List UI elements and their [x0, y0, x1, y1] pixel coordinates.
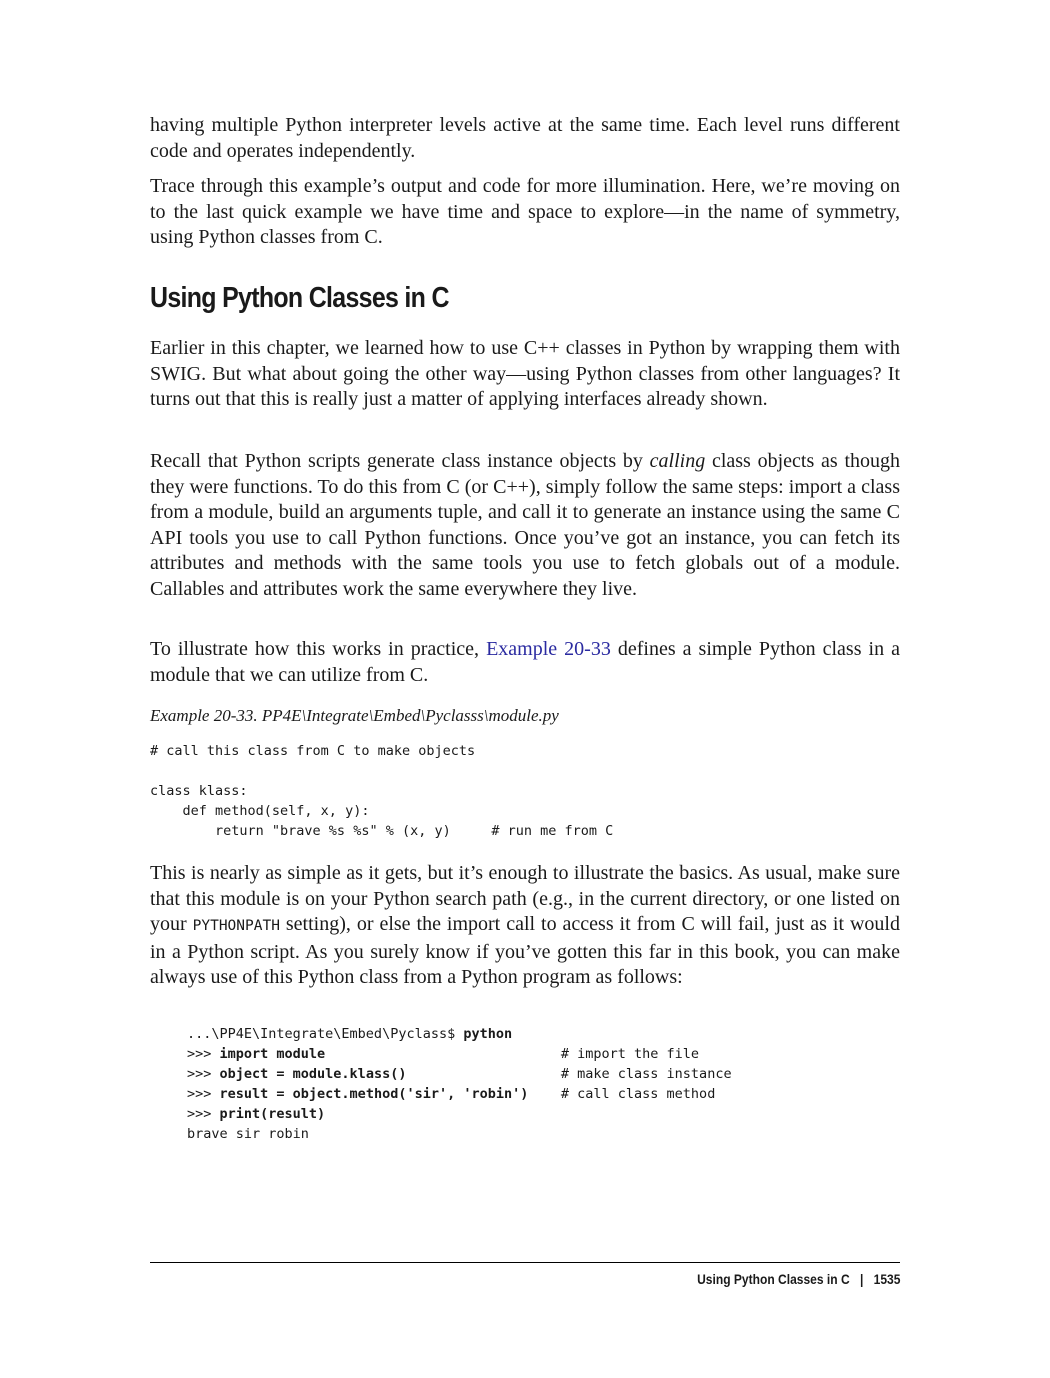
repl-prompt: >>> — [187, 1066, 220, 1082]
code-comment: # call class method — [560, 1086, 716, 1102]
section-title: Using Python Classes in C — [150, 282, 449, 314]
paragraph-swig-intro: Earlier in this chapter, we learned how … — [150, 337, 900, 410]
command: object = module.klass() — [219, 1066, 407, 1082]
page-footer: Using Python Classes in C | 1535 — [697, 1271, 900, 1287]
paragraph-text: Recall that Python scripts generate clas… — [150, 450, 650, 472]
paragraph-text: class objects as though they were functi… — [150, 450, 900, 600]
emphasis-calling: calling — [649, 450, 706, 472]
repl-prompt: >>> — [187, 1046, 220, 1062]
page-number: 1535 — [873, 1271, 900, 1287]
paragraph-illustrate: To illustrate how this works in practice… — [150, 637, 900, 688]
footer-section-title: Using Python Classes in C — [696, 1271, 850, 1287]
paragraph-text: This is nearly as simple as it gets, but… — [150, 862, 900, 935]
command: result = object.method('sir', 'robin') — [219, 1086, 529, 1102]
example-caption: Example 20-33. PP4E\Integrate\Embed\Pycl… — [150, 706, 559, 725]
code-padding — [528, 1086, 561, 1102]
example-20-33-link[interactable]: Example 20-33 — [486, 638, 611, 660]
paragraph-calling-classes: Recall that Python scripts generate clas… — [150, 449, 900, 602]
shell-prompt: ...\PP4E\Integrate\Embed\Pyclass$ — [187, 1026, 464, 1042]
code-comment: # import the file — [560, 1046, 700, 1062]
code-listing-module: # call this class from C to make objects… — [150, 743, 614, 839]
inline-code-pythonpath: PYTHONPATH — [192, 918, 280, 934]
footer-rule — [150, 1262, 900, 1263]
paragraph-text: defines a simple Python class in a modul… — [150, 638, 900, 686]
code-listing-session: ...\PP4E\Integrate\Embed\Pyclass$ python… — [187, 1024, 732, 1144]
command: import module — [219, 1046, 326, 1062]
code-padding — [406, 1066, 560, 1082]
paragraph-text: To illustrate how this works in practice… — [150, 638, 487, 660]
command: print(result) — [219, 1106, 326, 1122]
repl-prompt: >>> — [187, 1086, 220, 1102]
command: python — [463, 1026, 513, 1042]
code-output: brave sir robin — [187, 1126, 309, 1142]
footer-separator: | — [859, 1271, 863, 1287]
paragraph-trace-example: Trace through this example’s output and … — [150, 175, 900, 248]
code-padding — [325, 1046, 561, 1062]
paragraph-interpreter-levels: having multiple Python interpreter level… — [150, 114, 900, 162]
repl-prompt: >>> — [187, 1106, 220, 1122]
paragraph-search-path: This is nearly as simple as it gets, but… — [150, 861, 900, 991]
code-comment: # make class instance — [560, 1066, 732, 1082]
paragraph-text: setting), or else the import call to acc… — [150, 913, 900, 988]
